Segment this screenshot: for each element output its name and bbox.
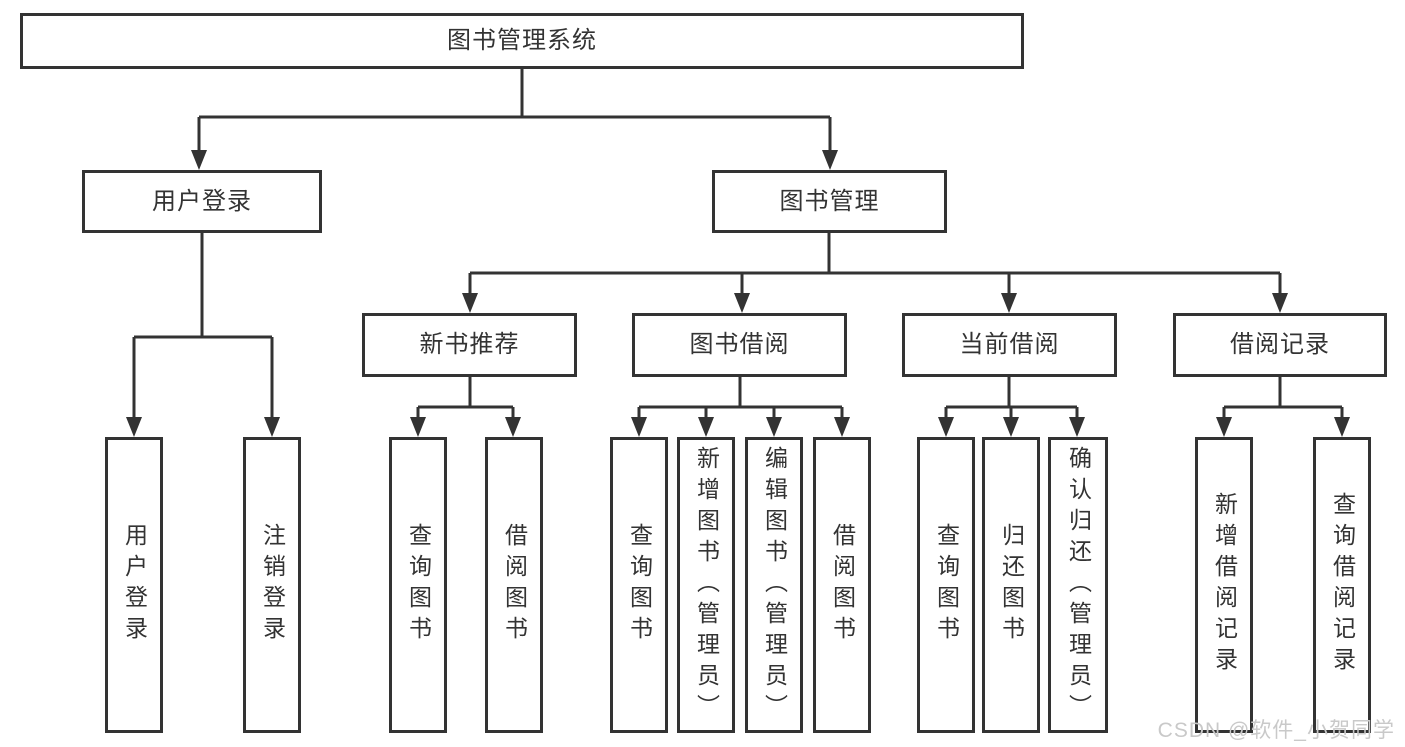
arrowhead-icon xyxy=(1334,417,1350,437)
node-borrow-records: 借阅记录 xyxy=(1173,313,1387,377)
leaf-borrow-books-1: 借阅图书 xyxy=(485,437,543,733)
branch-borrow-records xyxy=(1224,377,1342,409)
arrowhead-icon xyxy=(834,417,850,437)
branch-book-mgmt xyxy=(470,233,1280,275)
leaf-label: 查询借阅记录 xyxy=(1329,492,1356,678)
leaf-query-borrow-record: 查询借阅记录 xyxy=(1313,437,1371,733)
arrowhead-icon xyxy=(505,417,521,437)
node-book-borrow: 图书借阅 xyxy=(632,313,847,377)
arrowhead-icon xyxy=(734,293,750,313)
leaf-label: 注销登录 xyxy=(259,523,286,647)
leaf-label: 归还图书 xyxy=(998,523,1025,647)
node-book-borrow-label: 图书借阅 xyxy=(689,331,790,358)
arrowheads xyxy=(126,150,1350,437)
node-current-borrow-label: 当前借阅 xyxy=(959,331,1060,358)
leaf-query-books-1: 查询图书 xyxy=(389,437,447,733)
leaf-logout: 注销登录 xyxy=(243,437,301,733)
leaf-add-book-admin: 新增图书（管理员） xyxy=(677,437,735,733)
arrowhead-icon xyxy=(410,417,426,437)
node-borrow-records-label: 借阅记录 xyxy=(1230,331,1330,358)
node-root-label: 图书管理系统 xyxy=(447,27,597,54)
csdn-watermark: CSDN @软件_小贺同学 xyxy=(1157,719,1395,742)
arrowhead-icon xyxy=(264,417,280,437)
leaf-label: 查询图书 xyxy=(626,523,653,647)
leaf-return-book: 归还图书 xyxy=(982,437,1040,733)
leaf-label: 确认归还（管理员） xyxy=(1065,445,1092,725)
leaf-label: 新增借阅记录 xyxy=(1211,492,1238,678)
branch-root xyxy=(199,69,830,119)
arrowhead-icon xyxy=(126,417,142,437)
branch-book-borrow xyxy=(639,377,842,409)
node-new-book-rec: 新书推荐 xyxy=(362,313,577,377)
branch-new-book xyxy=(418,377,513,409)
leaf-label: 借阅图书 xyxy=(829,523,856,647)
leaf-label: 新增图书（管理员） xyxy=(693,445,720,725)
leaf-confirm-return-admin: 确认归还（管理员） xyxy=(1048,437,1108,733)
leaf-label: 查询图书 xyxy=(933,523,960,647)
arrowhead-icon xyxy=(822,150,838,170)
arrowhead-icon xyxy=(1216,417,1232,437)
node-book-mgmt: 图书管理 xyxy=(712,170,947,233)
leaf-borrow-books-2: 借阅图书 xyxy=(813,437,871,733)
leaf-label: 查询图书 xyxy=(405,523,432,647)
arrow-shafts xyxy=(132,117,1344,419)
branch-current-borrow xyxy=(946,377,1077,409)
node-root: 图书管理系统 xyxy=(20,13,1024,69)
arrowhead-icon xyxy=(766,417,782,437)
node-book-mgmt-label: 图书管理 xyxy=(779,187,880,215)
arrowhead-icon xyxy=(462,293,478,313)
arrowhead-icon xyxy=(631,417,647,437)
leaf-label: 用户登录 xyxy=(121,523,148,647)
arrowhead-icon xyxy=(1272,293,1288,313)
leaf-label: 编辑图书（管理员） xyxy=(761,445,788,725)
arrowhead-icon xyxy=(191,150,207,170)
node-current-borrow: 当前借阅 xyxy=(902,313,1117,377)
leaf-user-login: 用户登录 xyxy=(105,437,163,733)
leaf-add-borrow-record: 新增借阅记录 xyxy=(1195,437,1253,733)
leaf-edit-book-admin: 编辑图书（管理员） xyxy=(745,437,803,733)
branch-user-login xyxy=(134,233,272,339)
node-new-book-rec-label: 新书推荐 xyxy=(419,331,520,358)
node-user-login-label: 用户登录 xyxy=(152,187,252,215)
arrowhead-icon xyxy=(1003,417,1019,437)
arrowhead-icon xyxy=(698,417,714,437)
leaf-label: 借阅图书 xyxy=(501,523,528,647)
leaf-query-books-2: 查询图书 xyxy=(610,437,668,733)
arrowhead-icon xyxy=(938,417,954,437)
arrowhead-icon xyxy=(1001,293,1017,313)
node-user-login: 用户登录 xyxy=(82,170,322,233)
leaf-query-books-3: 查询图书 xyxy=(917,437,975,733)
arrowhead-icon xyxy=(1069,417,1085,437)
